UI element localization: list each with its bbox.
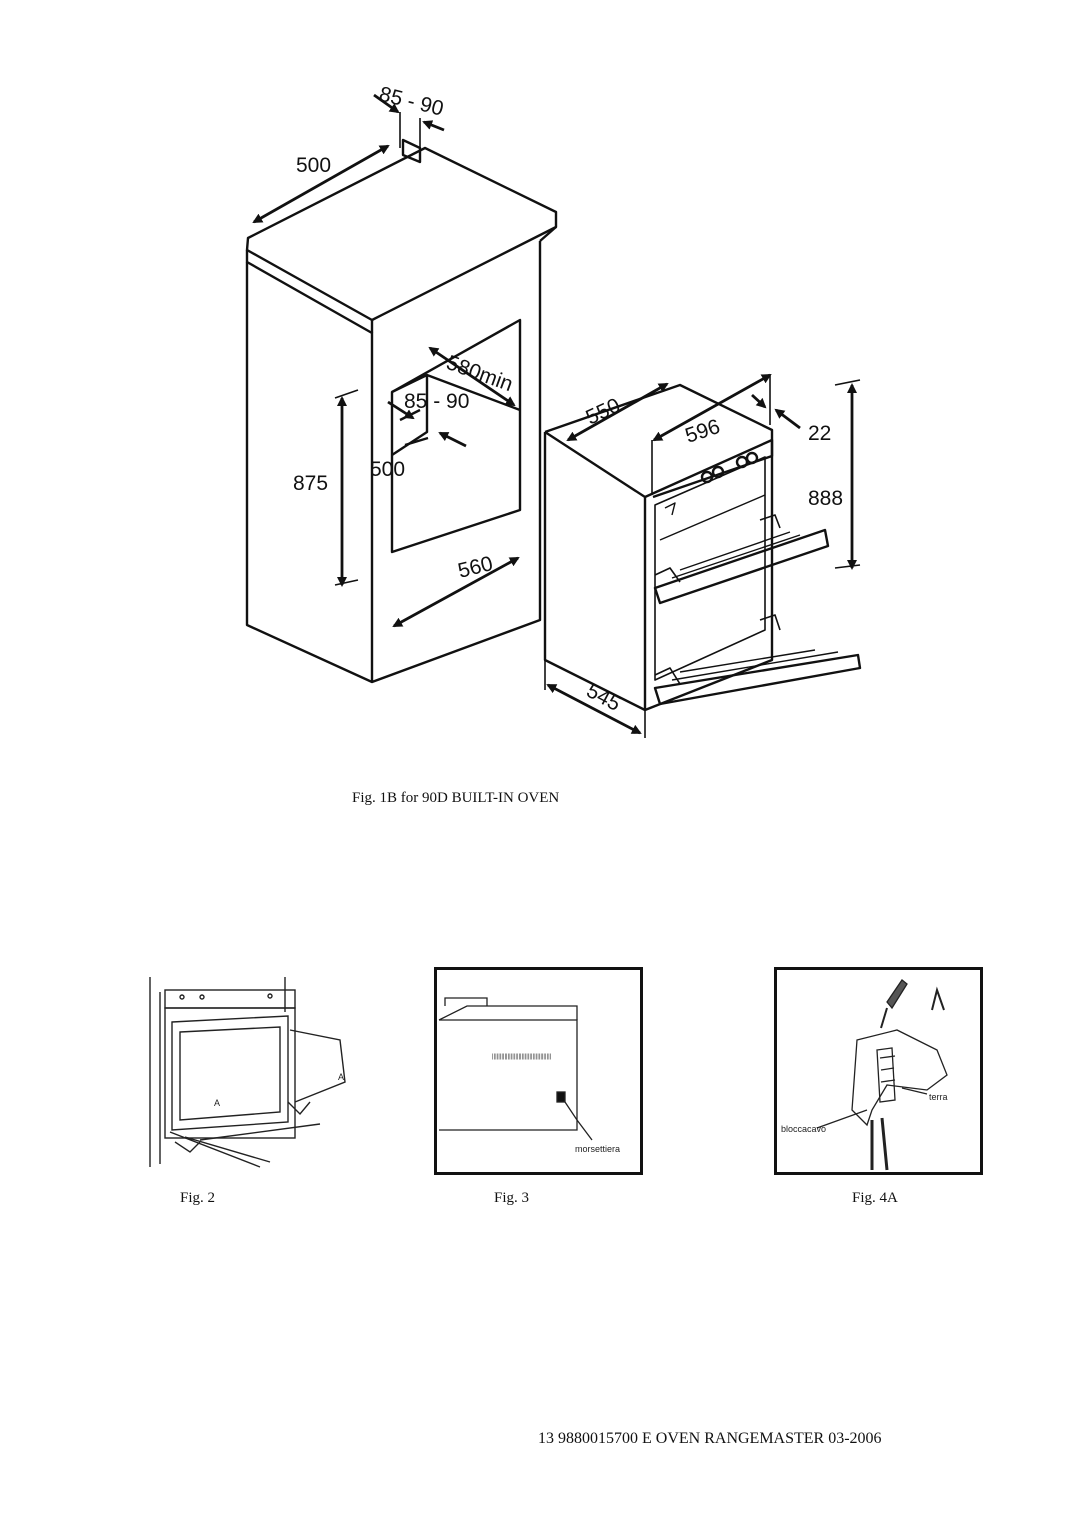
dim-opening-bottom: 560 [456, 552, 496, 583]
svg-text:||||||||||||||||||||||||||||||: |||||||||||||||||||||||||||||||||||||| [492, 1054, 552, 1060]
figure-4a-frame: bloccacavo terra [774, 967, 983, 1175]
fig3-caption: Fig. 3 [494, 1190, 530, 1206]
page-footer: 13 9880015700 E OVEN RANGEMASTER 03-2006 [538, 1430, 882, 1447]
fig4a-label-earth: terra [929, 1092, 948, 1102]
dim-inner-gap: 85 - 90 [404, 390, 469, 413]
fig1-caption: Fig. 1B for 90D BUILT-IN OVEN [352, 790, 560, 806]
figure-4a-drawing: bloccacavo terra [781, 979, 948, 1171]
dim-oven-base: 545 [583, 679, 625, 716]
figure-1b-drawing: 85 - 90 500 580min 85 - 90 500 875 560 5… [245, 83, 862, 738]
fig3-label: morsettiera [575, 1144, 620, 1154]
fig2-marker-right: A [338, 1072, 344, 1082]
fig4a-caption: Fig. 4A [852, 1190, 898, 1206]
figure-3-drawing: |||||||||||||||||||||||||||||||||||||| m… [438, 997, 620, 1154]
dim-inner-depth: 500 [370, 458, 405, 481]
fig2-marker-left: A [214, 1098, 220, 1108]
figure-3-frame: |||||||||||||||||||||||||||||||||||||| m… [434, 967, 643, 1175]
dimension-lines [252, 93, 861, 738]
dim-oven-depth: 550 [582, 394, 623, 430]
fig2-caption: Fig. 2 [180, 1190, 216, 1206]
dim-opening-height: 875 [293, 472, 328, 495]
dim-top-depth: 500 [296, 154, 331, 177]
fig4a-label-cable: bloccacavo [781, 1124, 826, 1134]
dim-top-gap: 85 - 90 [377, 83, 446, 121]
cabinet-outline [245, 138, 558, 684]
dim-oven-height: 888 [808, 487, 843, 510]
figure-2-drawing: A A [149, 977, 346, 1168]
dim-oven-front: 22 [808, 422, 831, 445]
